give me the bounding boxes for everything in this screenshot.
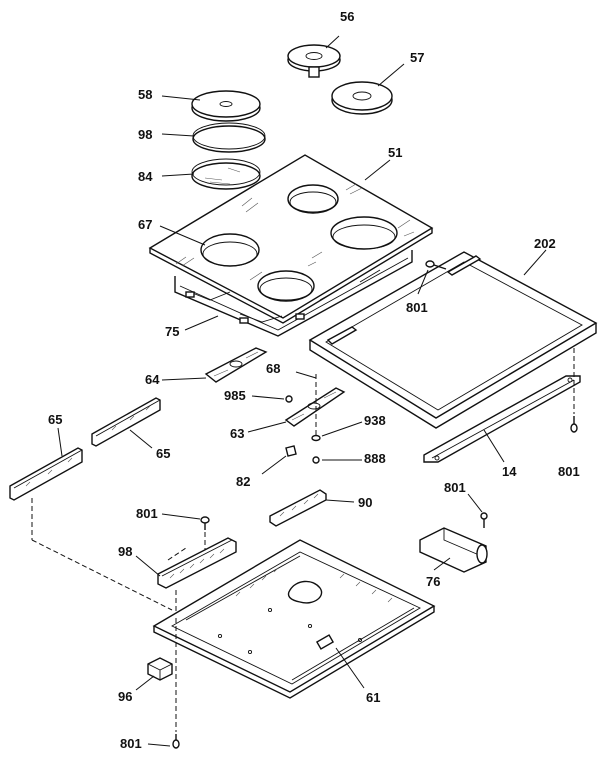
burner-ring-84[interactable] [191,158,261,190]
burner-cap-57[interactable] [331,81,393,115]
label-98-top: 98 [138,127,152,142]
clip-82[interactable] [285,445,297,457]
label-96: 96 [118,689,132,704]
burner-cap-58[interactable] [191,90,261,122]
strip-65-upper[interactable] [91,397,161,447]
label-14: 14 [502,464,517,479]
label-801-c: 801 [136,506,158,521]
label-75: 75 [165,324,179,339]
bracket-90[interactable] [269,489,327,527]
label-64: 64 [145,372,160,387]
label-67: 67 [138,217,152,232]
label-82: 82 [236,474,250,489]
screw-801-c[interactable] [200,516,210,530]
screw-801-a[interactable] [425,260,447,270]
label-61: 61 [366,690,380,705]
label-888: 888 [364,451,386,466]
bracket-63[interactable] [284,387,346,427]
label-801-b: 801 [558,464,580,479]
label-63: 63 [230,426,244,441]
trim-strip-14[interactable] [423,375,581,463]
label-65-left: 65 [48,412,62,427]
screw-801-e[interactable] [172,734,180,749]
label-98-bottom: 98 [118,544,132,559]
washer-938[interactable] [311,434,321,442]
label-801-d: 801 [444,480,466,495]
bracket-64[interactable] [204,347,268,383]
burner-box-75[interactable] [174,250,413,337]
duct-76[interactable] [419,527,488,573]
label-57: 57 [410,50,424,65]
screw-801-b[interactable] [570,416,578,433]
screw-985[interactable] [285,395,293,403]
label-202: 202 [534,236,556,251]
label-58: 58 [138,87,152,102]
label-801-e: 801 [120,736,142,751]
bottom-pan-61[interactable] [152,539,436,699]
vent-strip-98[interactable] [157,537,237,589]
label-65-upper: 65 [156,446,170,461]
label-985: 985 [224,388,246,403]
strip-65-left[interactable] [9,447,83,501]
label-938: 938 [364,413,386,428]
burner-cap-56[interactable] [287,44,341,78]
block-96[interactable] [147,657,173,681]
ring-98[interactable] [192,122,266,153]
label-68: 68 [266,361,280,376]
label-56: 56 [340,9,354,24]
screw-801-d[interactable] [480,512,488,528]
label-801-a: 801 [406,300,428,315]
label-84: 84 [138,169,153,184]
label-51: 51 [388,145,402,160]
nut-888[interactable] [312,456,320,464]
glass-cooktop-51[interactable] [148,154,434,324]
label-90: 90 [358,495,372,510]
label-76: 76 [426,574,440,589]
frame-202[interactable] [308,251,598,429]
